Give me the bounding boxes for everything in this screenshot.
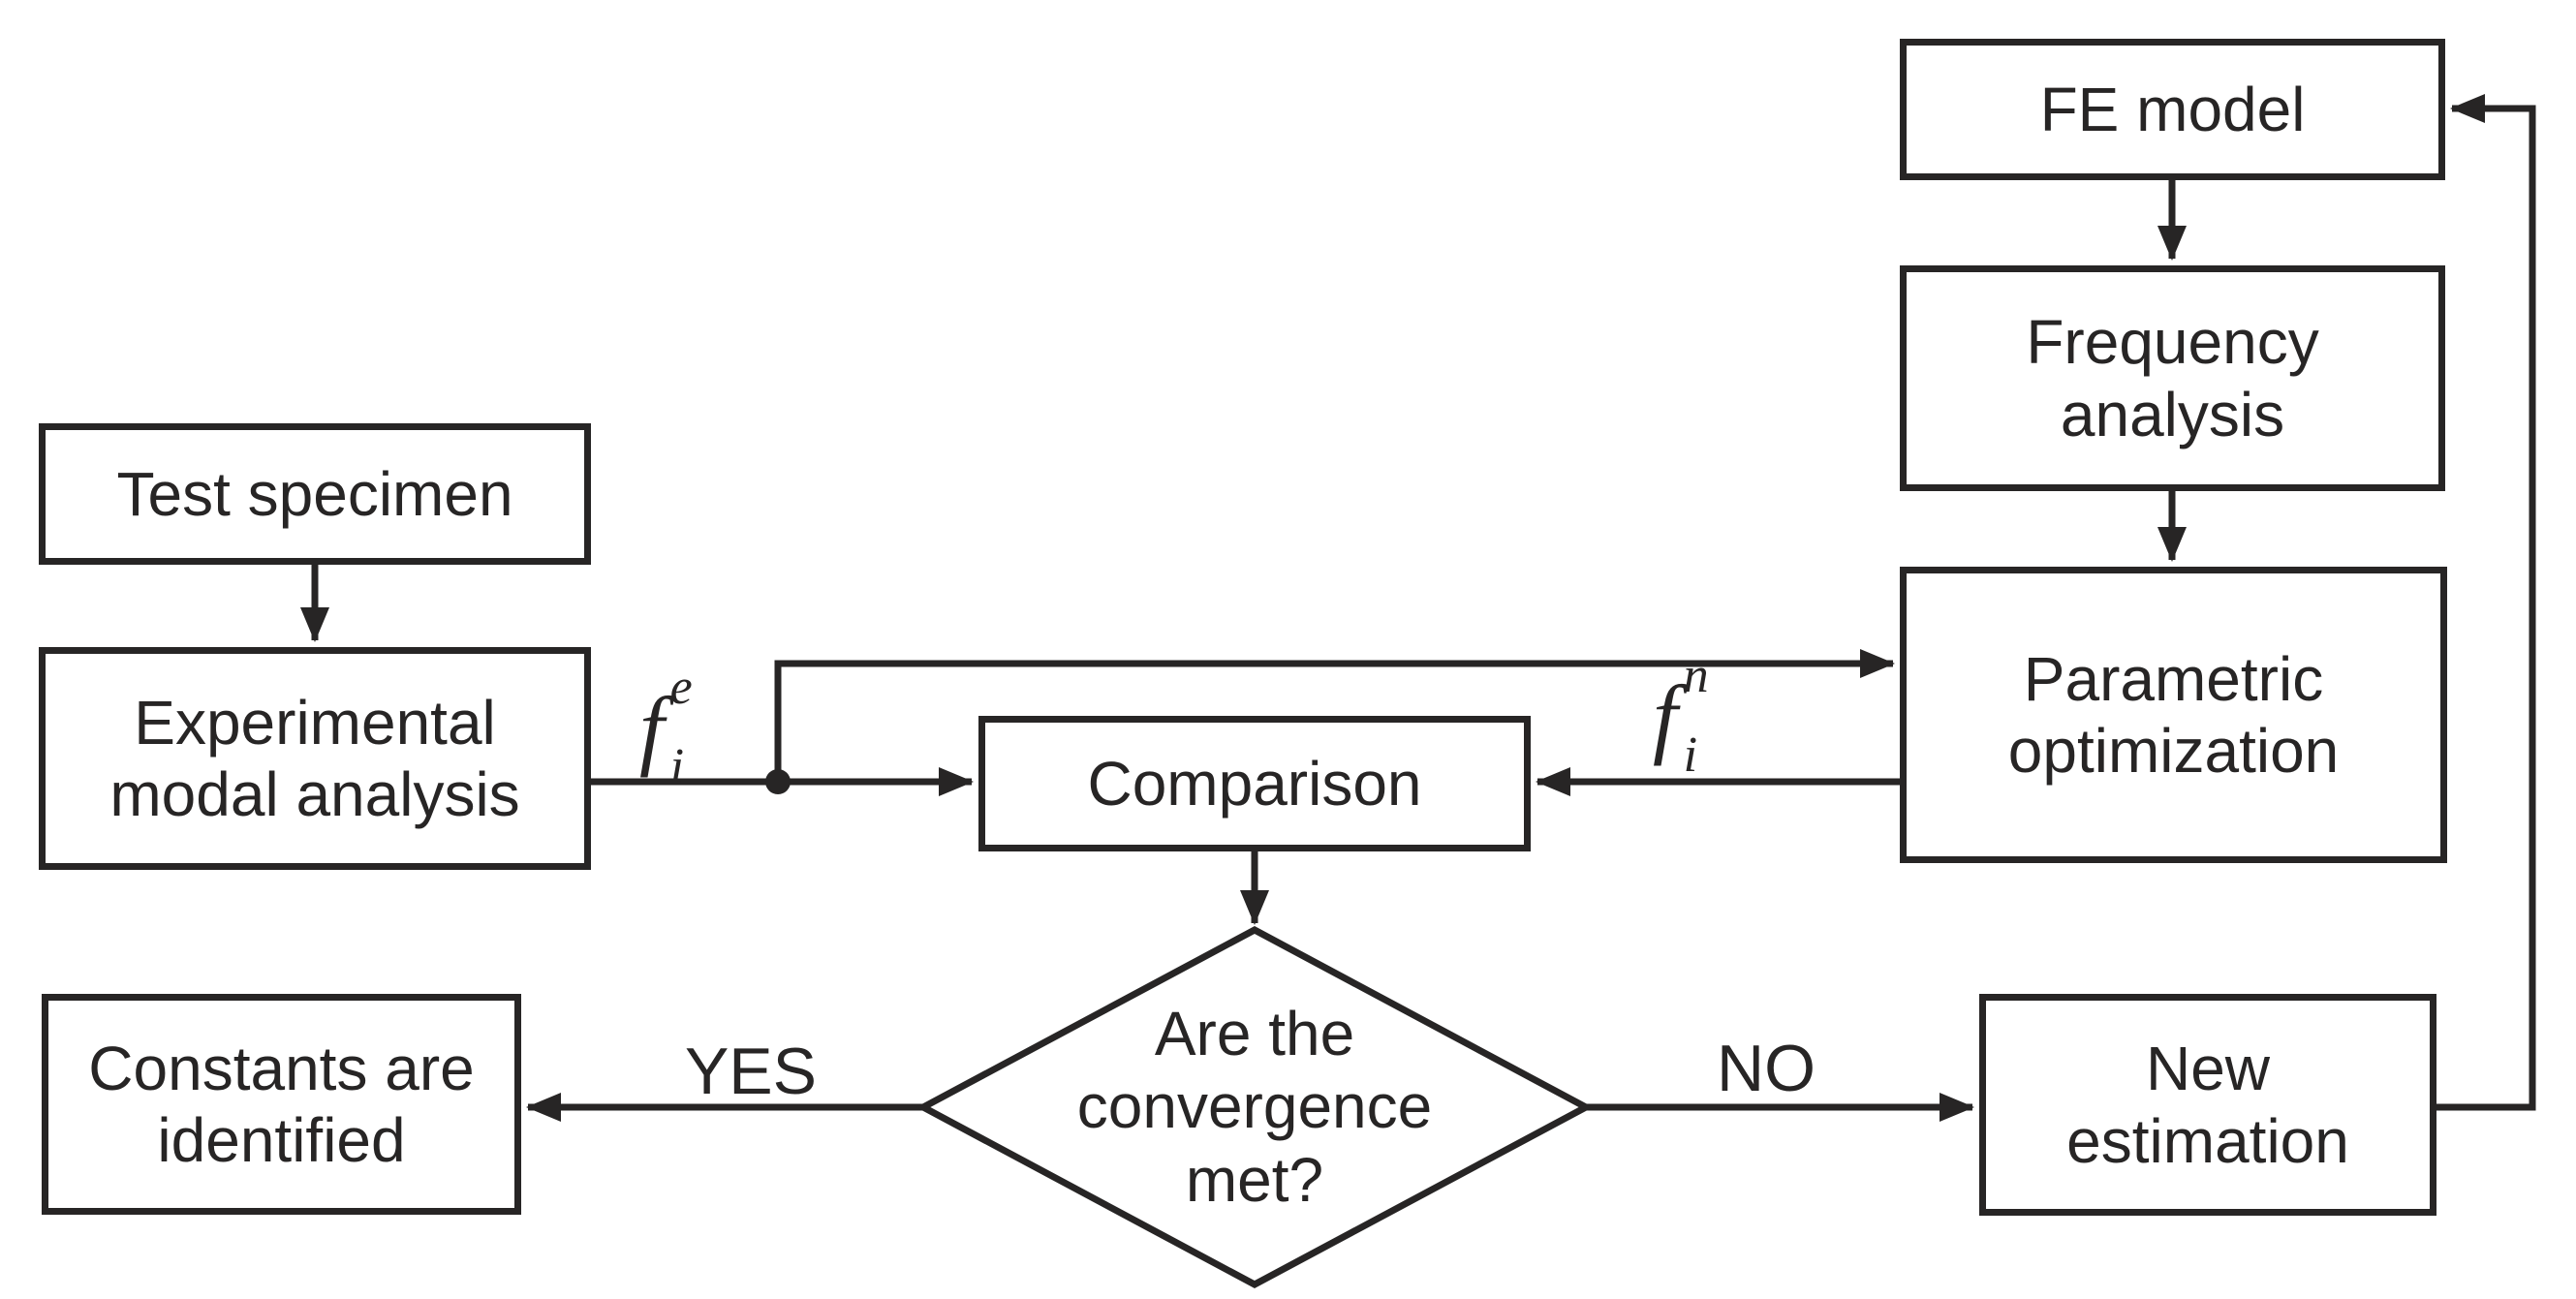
edge-label-yes: YES: [684, 1035, 818, 1108]
decision-diamond: [916, 926, 1594, 1288]
math-superscript: n: [1683, 648, 1709, 703]
node-label-line: FE model: [2039, 74, 2306, 144]
math-superscript: e: [669, 660, 693, 715]
node-label-line: Comparison: [1087, 748, 1422, 819]
node-label-line: analysis: [2060, 379, 2285, 449]
edge-label-f-experimental: f e i: [639, 663, 693, 792]
node-label-line: Test specimen: [116, 458, 513, 529]
math-scripts: e i: [670, 663, 693, 792]
math-subscript: i: [669, 739, 685, 794]
arrow-feedback-to-femodel: [2436, 94, 2536, 1111]
node-label-line: Are the: [1154, 998, 1355, 1068]
node-new-estimation: New estimation: [1979, 994, 2436, 1216]
node-label-line: estimation: [2066, 1105, 2349, 1176]
node-test-specimen: Test specimen: [39, 423, 591, 565]
edge-label-no: NO: [1717, 1032, 1816, 1105]
node-label-line: Frequency: [2026, 307, 2319, 378]
node-label-line: Parametric: [2023, 643, 2324, 714]
node-parametric-optimization: Parametric optimization: [1900, 567, 2447, 863]
node-fe-model: FE model: [1900, 39, 2445, 180]
math-base: f: [639, 679, 665, 778]
arrow-branch-to-parametric: [774, 649, 1895, 782]
node-label-line: New: [2145, 1034, 2271, 1104]
node-constants-identified: Constants are identified: [42, 994, 521, 1215]
node-comparison: Comparison: [978, 716, 1531, 851]
junction-dot: [765, 769, 791, 794]
edge-label-f-numerical: f n i: [1653, 651, 1709, 781]
node-label-line: convergence: [1076, 1071, 1433, 1142]
node-label-line: met?: [1185, 1144, 1324, 1215]
node-experimental-modal-analysis: Experimental modal analysis: [39, 647, 591, 870]
node-label-line: optimization: [2007, 716, 2340, 786]
math-scripts: n i: [1684, 651, 1709, 781]
node-label-line: modal analysis: [109, 759, 520, 829]
node-decision-question: Are the convergence met?: [964, 981, 1545, 1233]
math-base: f: [1653, 667, 1678, 766]
node-label-line: identified: [157, 1105, 406, 1175]
node-label-line: Experimental: [134, 687, 496, 758]
node-label-line: Constants are: [88, 1033, 475, 1103]
math-subscript: i: [1683, 727, 1698, 783]
node-frequency-analysis: Frequency analysis: [1900, 265, 2445, 491]
